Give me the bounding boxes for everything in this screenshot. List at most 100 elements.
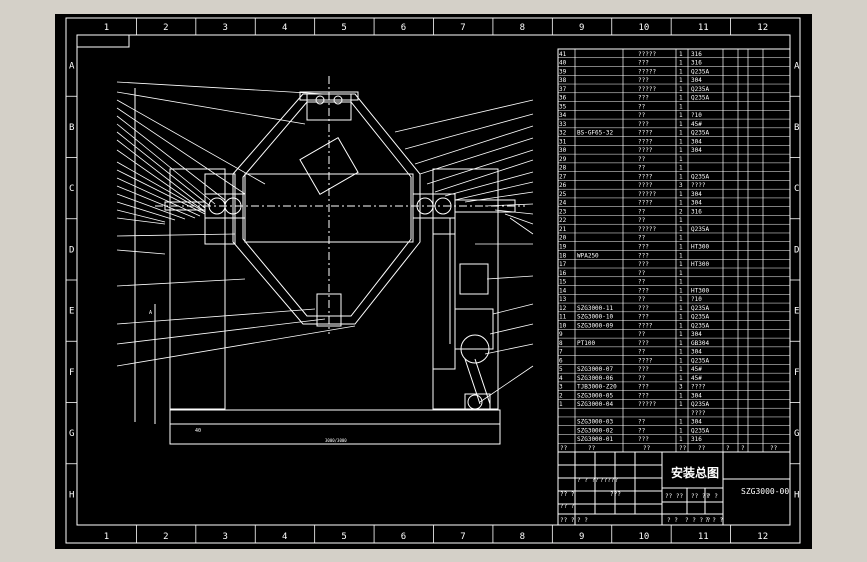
bom-material: 304 (691, 392, 702, 399)
bom-no: 27 (559, 173, 567, 180)
control-box (459, 263, 489, 295)
bom-name: ????? (638, 401, 656, 408)
title-cell: ?? ? (560, 491, 575, 498)
bom-material: Q235A (691, 95, 709, 102)
bom-material: 304 (691, 331, 702, 338)
bom-row: 35??1 (559, 103, 683, 110)
bom-material: 304 (691, 147, 702, 154)
leader-left (116, 169, 206, 215)
bom-no: 41 (559, 51, 567, 58)
grid-row-left-D: D (69, 245, 74, 255)
drawing-number: SZG3000-00 (741, 487, 789, 496)
grid-row-left-E: E (69, 307, 74, 317)
bom-no: 23 (559, 208, 567, 215)
bom-no: 24 (559, 200, 567, 207)
bom-qty: 1 (679, 357, 683, 364)
bottom-port (316, 293, 342, 327)
leader-right (454, 181, 534, 201)
dimension-bottom: 3000/3000 (325, 438, 347, 443)
grid-row-right-A: A (794, 62, 800, 72)
bom-name: ??? (638, 121, 649, 128)
grid-col-top-3: 3 (223, 23, 228, 33)
dimension-left: 40 (195, 428, 201, 434)
bom-header-name: ?? (643, 445, 651, 452)
bom-name: ?? (638, 279, 646, 286)
vacuum-filter (299, 136, 359, 196)
bom-code: TJB3000-Z20 (577, 384, 617, 391)
bom-material: Q235A (691, 173, 709, 180)
grid-col-bottom-11: 11 (698, 532, 709, 542)
title-cell: ? ? (577, 517, 588, 524)
bom-no: 31 (559, 138, 567, 145)
bom-no: 36 (559, 95, 567, 102)
bom-no: 3 (559, 384, 563, 391)
bom-code: SZG3000-02 (577, 427, 614, 434)
bom-no: 22 (559, 217, 567, 224)
bom-qty: 2 (679, 208, 683, 215)
bom-name: ???? (638, 130, 653, 137)
bom-qty: 1 (679, 427, 683, 434)
bom-material: ???? (691, 384, 706, 391)
leader-left (116, 177, 201, 217)
bom-qty: 1 (679, 314, 683, 321)
bom-material: 304 (691, 77, 702, 84)
grid-col-bottom-10: 10 (638, 532, 649, 542)
bom-code: PT100 (577, 340, 595, 347)
leader-left (116, 149, 204, 211)
leader-right (464, 191, 534, 203)
bom-no: 13 (559, 296, 567, 303)
title-cell: ?? ?? (691, 493, 709, 500)
bom-name: ?? (638, 349, 646, 356)
grid-col-top-8: 8 (520, 23, 525, 33)
bom-code: SZG3000-04 (577, 401, 614, 408)
bom-name: ??? (638, 314, 649, 321)
bom-material: Q235A (691, 322, 709, 329)
leader-left (116, 161, 206, 213)
bom-no: 14 (559, 287, 567, 294)
bom-header-code: ?? (588, 445, 596, 452)
bom-qty: 1 (679, 340, 683, 347)
grid-col-top-7: 7 (460, 23, 465, 33)
bom-qty: 3 (679, 182, 683, 189)
bom-material: 304 (691, 138, 702, 145)
leader-right (404, 113, 534, 150)
bom-name: ??? (638, 95, 649, 102)
title-cell: ? ? ? ? (685, 517, 711, 524)
bom-no: 19 (559, 244, 567, 251)
title-block (557, 451, 791, 526)
bom-qty: 1 (679, 103, 683, 110)
bom-qty: 1 (679, 68, 683, 75)
left-support (169, 168, 226, 410)
bom-no: 17 (559, 261, 567, 268)
bom-qty: 1 (679, 200, 683, 207)
bom-qty: 1 (679, 156, 683, 163)
leader-right (504, 213, 534, 225)
base-frame (169, 409, 501, 445)
bom-material: 45# (691, 375, 702, 382)
bom-name: ??? (638, 261, 649, 268)
bom-name: ?? (638, 419, 646, 426)
bom-material: ???? (691, 410, 706, 417)
bom-name: ?? (638, 103, 646, 110)
bom-qty: 1 (679, 349, 683, 356)
bom-material: HT300 (691, 244, 709, 251)
bom-name: ??? (638, 436, 649, 443)
bom-qty: 1 (679, 244, 683, 251)
bom-material: Q235A (691, 314, 709, 321)
bom-no: 25 (559, 191, 567, 198)
title-cell: ??? (610, 491, 621, 498)
title-block-cells: ?? ??? ?? ? ????????? ?? ?????? ???? ???… (560, 477, 723, 524)
grid-row-left-A: A (69, 62, 75, 72)
bom-qty: 1 (679, 375, 683, 382)
bom-qty: 1 (679, 436, 683, 443)
